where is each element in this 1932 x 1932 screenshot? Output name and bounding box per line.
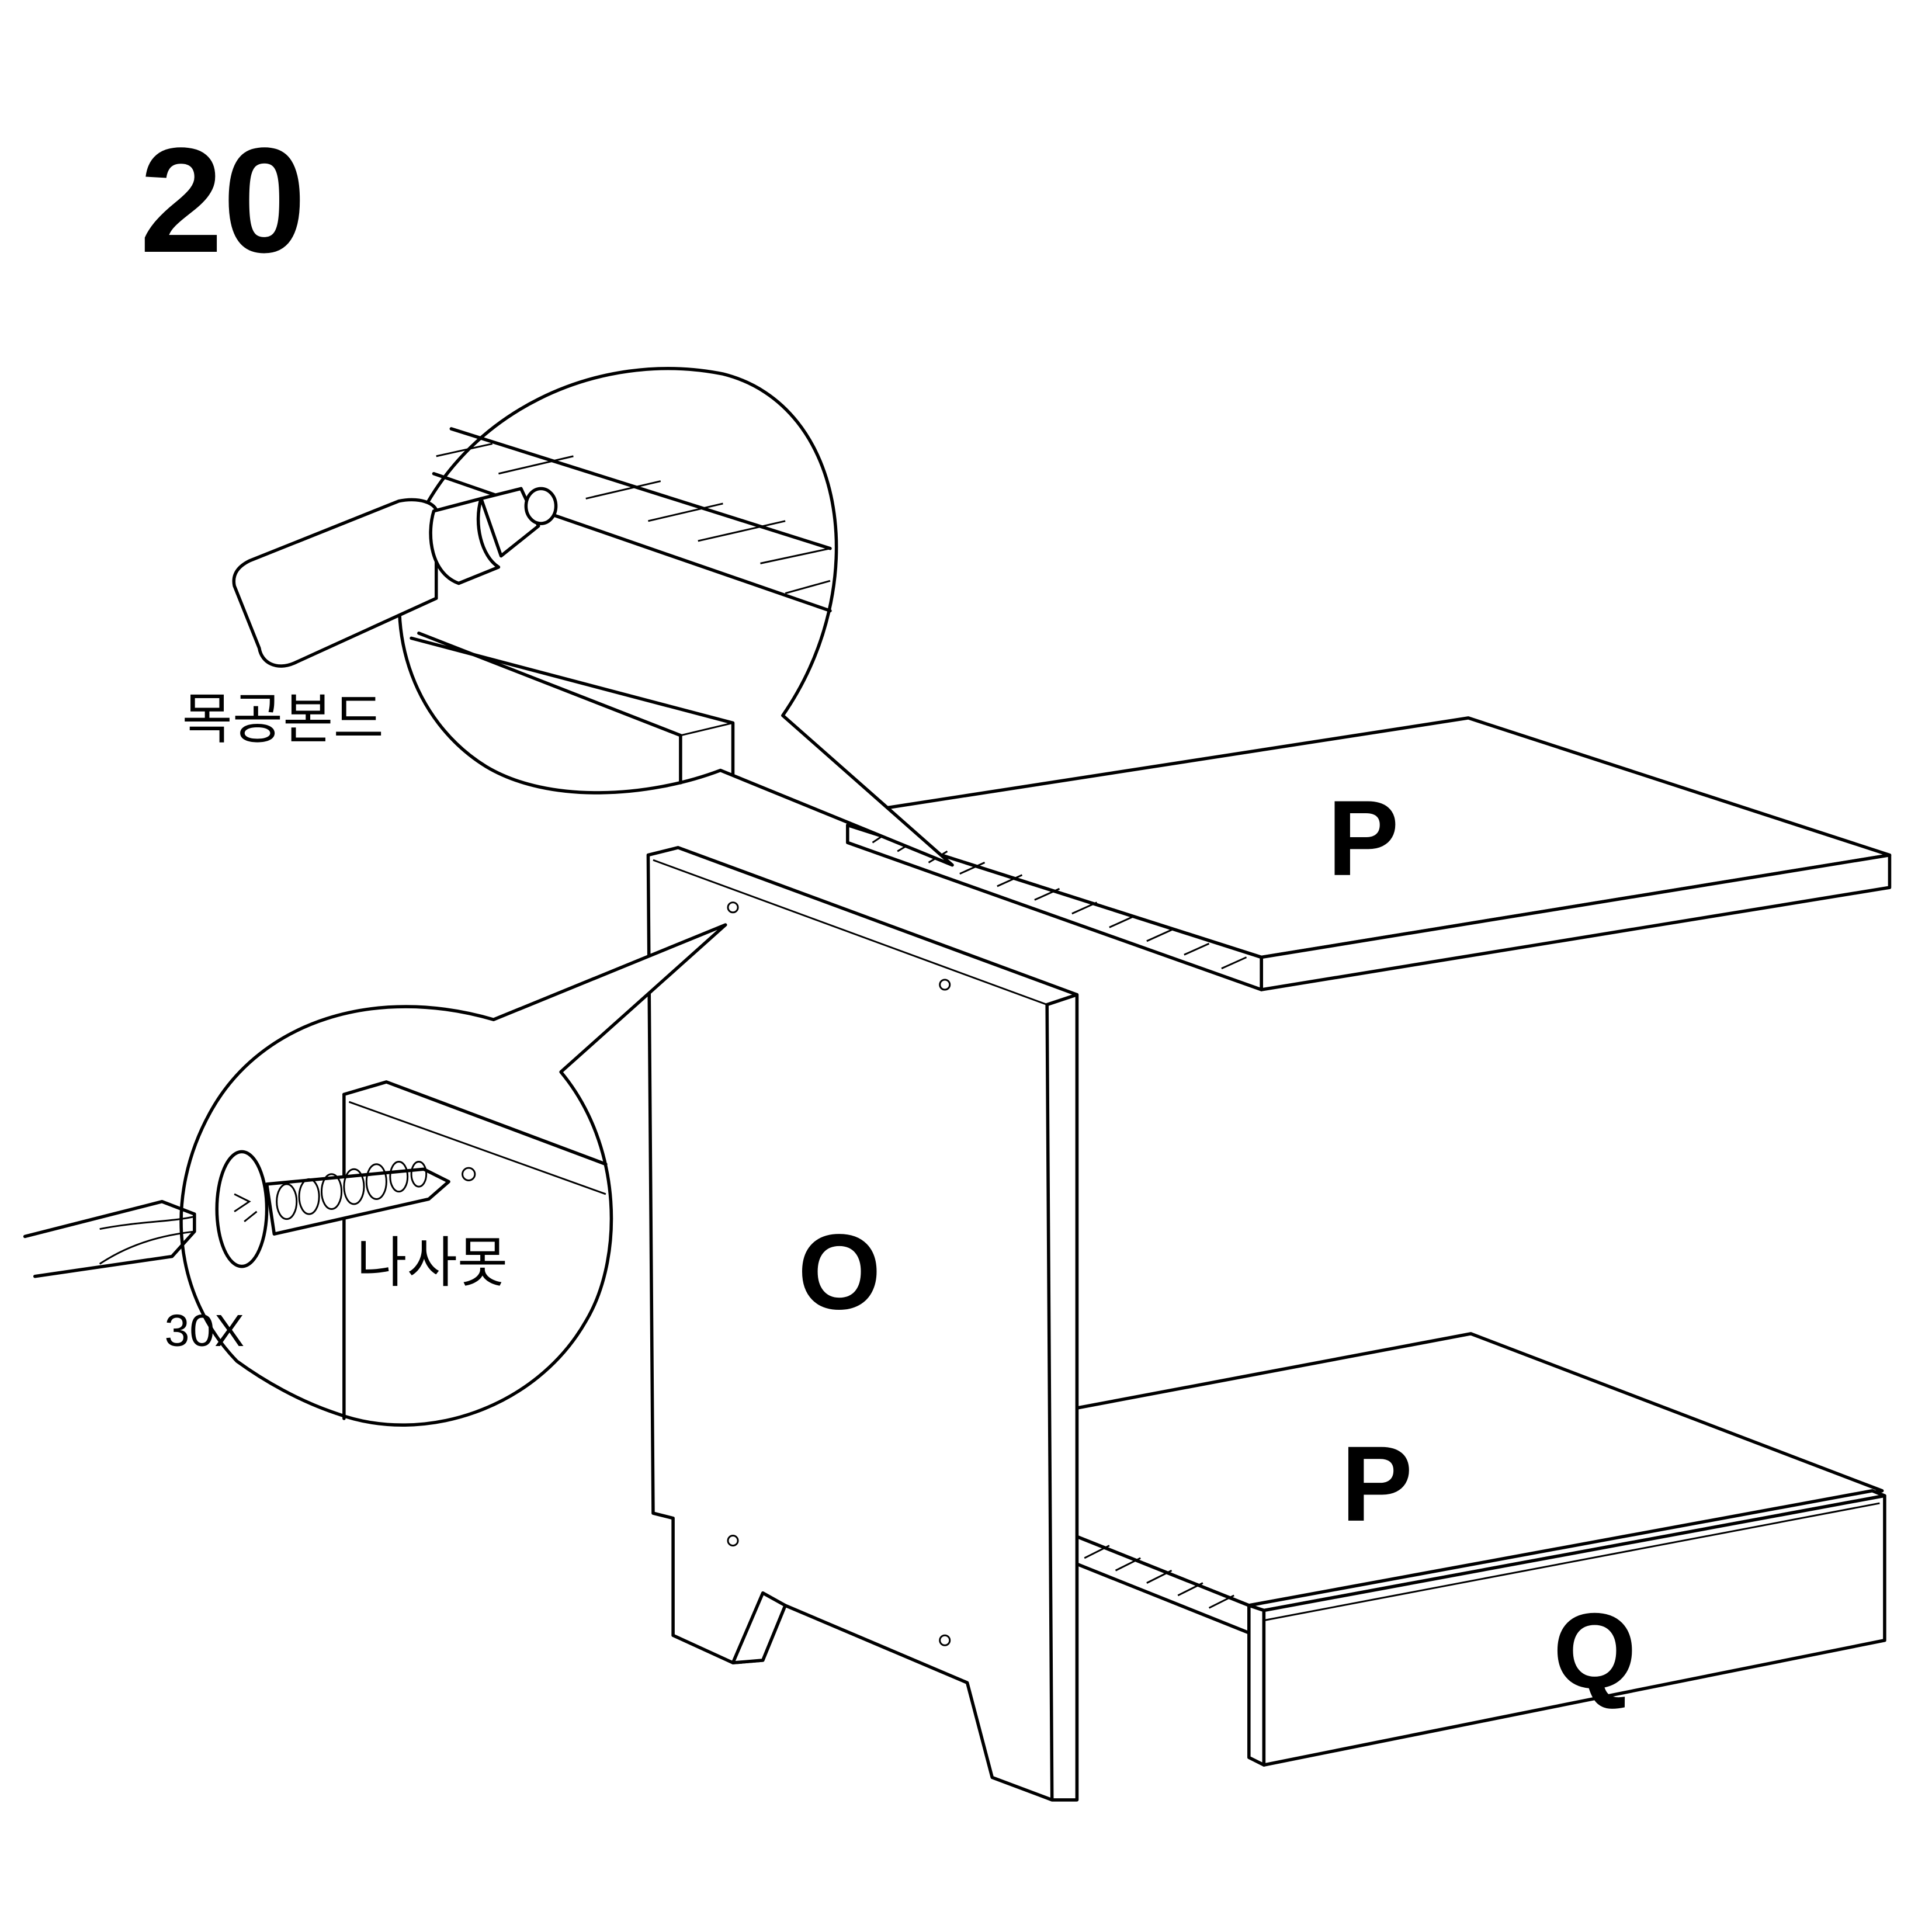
bottom-shelf-p: P: [1073, 1332, 1884, 1635]
screw-quantity: 30X: [165, 1306, 245, 1356]
part-label-q: Q: [1553, 1591, 1636, 1711]
part-label-o: O: [797, 1212, 881, 1331]
top-shelf-p: P: [846, 716, 1892, 991]
glue-label: 목공본드: [182, 688, 383, 751]
screw-callout: 나사못 30X: [23, 923, 727, 1427]
front-rail-q: Q: [1247, 1489, 1886, 1767]
step-number: 20: [140, 117, 306, 284]
part-label-p-top: P: [1327, 778, 1399, 898]
glue-callout: 목공본드: [182, 367, 954, 867]
part-label-p-bottom: P: [1341, 1424, 1413, 1543]
screw-label: 나사못: [356, 1231, 508, 1295]
side-panel-o: O: [646, 846, 1079, 1802]
